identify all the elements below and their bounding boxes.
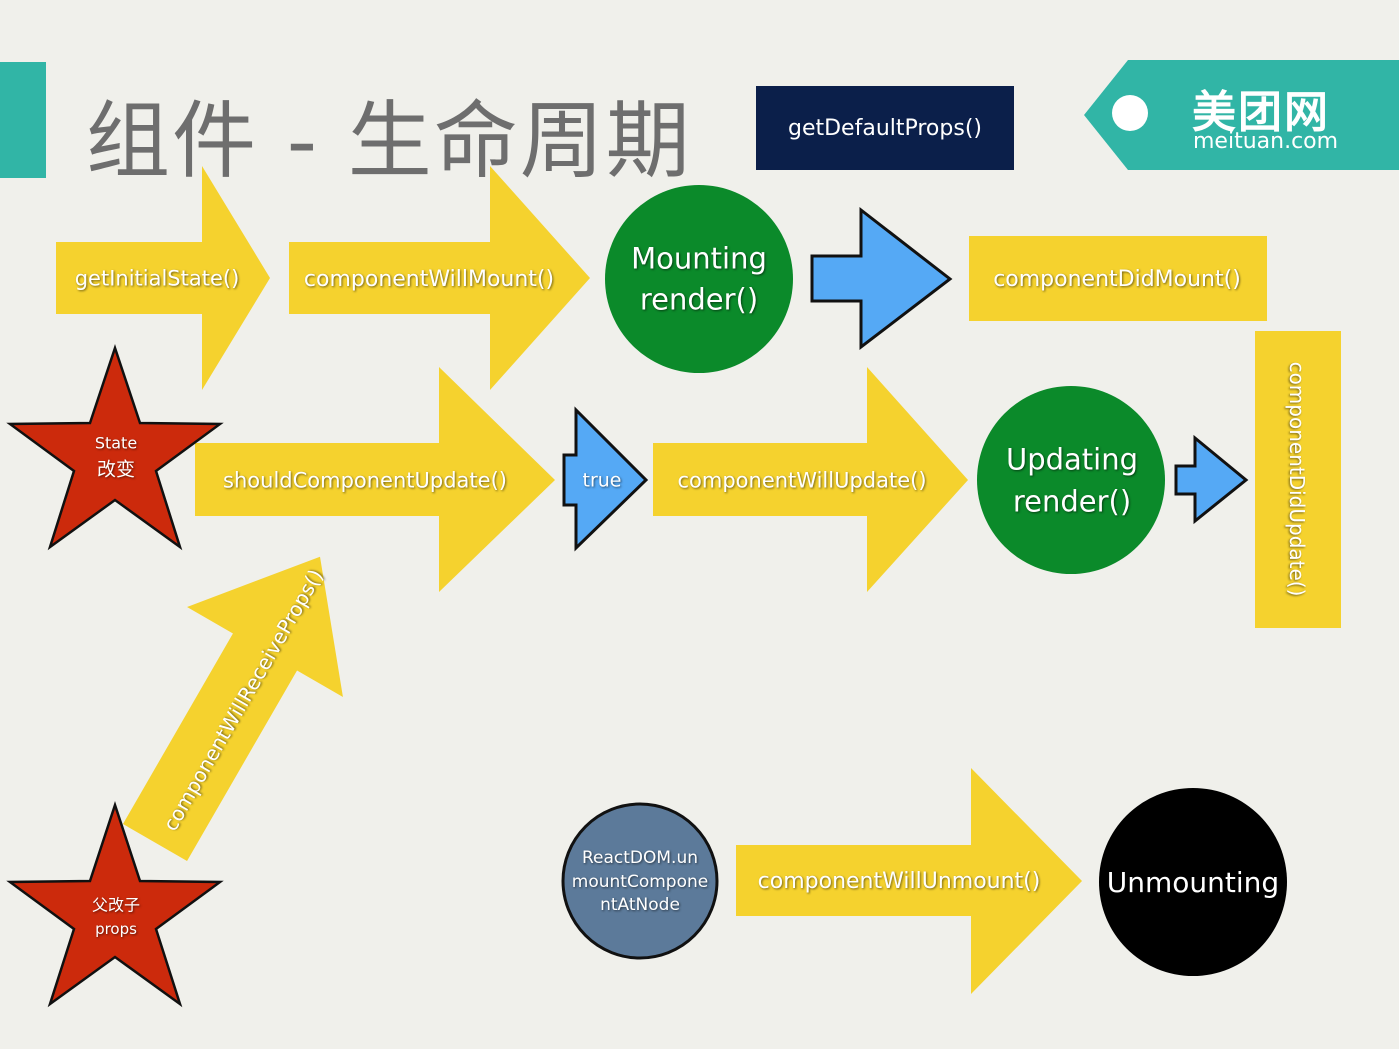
logo-hole bbox=[1112, 95, 1148, 131]
react-dom-circle bbox=[561, 802, 719, 960]
arrow-component-will-update bbox=[653, 367, 968, 592]
label-should-component-update: shouldComponentUpdate() bbox=[223, 468, 507, 493]
label-react-dom-line2: mountCompone bbox=[571, 871, 709, 892]
blue-arrow-mount bbox=[810, 206, 953, 351]
mounting-render-circle bbox=[605, 185, 793, 373]
label-updating-render: render() bbox=[1012, 484, 1132, 519]
label-mounting-render: render() bbox=[639, 282, 759, 317]
label-state-star-line2: 改变 bbox=[96, 458, 136, 481]
arrow-component-will-receive-props bbox=[122, 556, 343, 861]
label-get-initial-state: getInitialState() bbox=[74, 266, 240, 291]
blue-arrow-update bbox=[1174, 434, 1249, 525]
label-state-star-line1: State bbox=[94, 433, 138, 453]
label-react-dom-line3: ntAtNode bbox=[600, 894, 680, 915]
logo-tag bbox=[1084, 60, 1399, 170]
page-title: 组件 - 生命周期 bbox=[86, 92, 692, 190]
arrow-should-component-update bbox=[195, 367, 555, 592]
label-mounting: Mounting bbox=[631, 241, 767, 276]
label-props-star-line2: props bbox=[95, 920, 137, 938]
label-props-star-line1: 父改子 bbox=[91, 895, 141, 915]
state-star bbox=[6, 344, 224, 551]
label-component-will-update: componentWillUpdate() bbox=[677, 468, 927, 493]
blue-arrow-true bbox=[562, 406, 649, 552]
props-star bbox=[6, 800, 224, 1008]
component-did-mount-box bbox=[969, 236, 1267, 321]
arrow-component-will-mount bbox=[289, 166, 590, 390]
label-react-dom-line1: ReactDOM.un bbox=[581, 847, 699, 868]
arrow-component-will-unmount bbox=[736, 768, 1082, 994]
label-component-will-mount: componentWillMount() bbox=[303, 266, 555, 292]
title-accent-bar bbox=[0, 62, 46, 178]
updating-render-circle bbox=[977, 386, 1165, 574]
label-true: true bbox=[582, 469, 622, 492]
logo-domain: meituan.com bbox=[1193, 129, 1339, 154]
get-default-props-box: getDefaultProps() bbox=[756, 86, 1014, 170]
component-did-update-box bbox=[1255, 331, 1341, 628]
label-component-will-unmount: componentWillUnmount() bbox=[757, 868, 1041, 894]
unmounting-circle bbox=[1099, 788, 1287, 976]
arrow-get-initial-state bbox=[56, 166, 270, 390]
label-component-did-mount: componentDidMount() bbox=[993, 266, 1241, 292]
logo-name: 美团网 bbox=[1192, 87, 1330, 138]
label-updating: Updating bbox=[1005, 442, 1139, 477]
label-component-did-update: componentDidUpdate() bbox=[1285, 361, 1309, 597]
label-unmounting: Unmounting bbox=[1106, 866, 1280, 900]
